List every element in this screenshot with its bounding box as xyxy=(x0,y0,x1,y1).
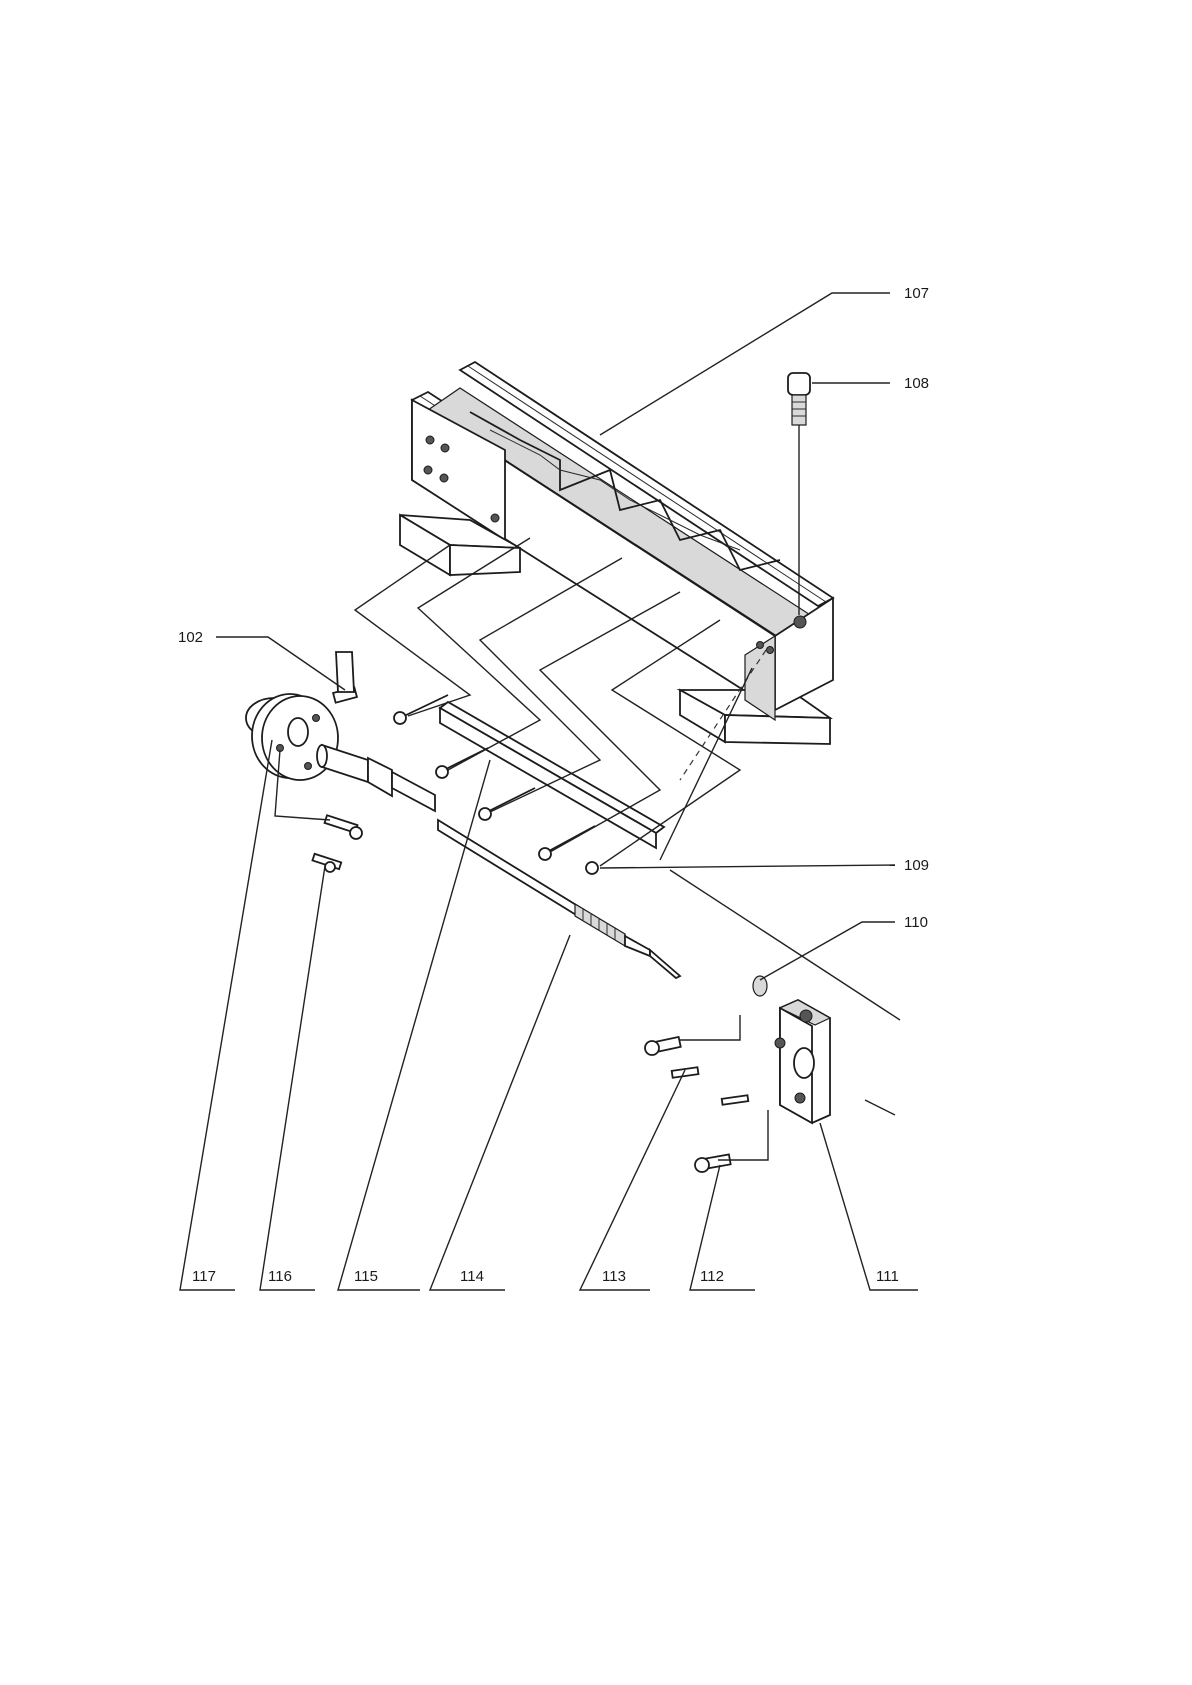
label-110: 110 xyxy=(904,914,928,931)
label-111: 111 xyxy=(876,1268,899,1285)
label-108: 108 xyxy=(904,375,929,392)
end-bracket xyxy=(775,1000,830,1123)
label-112: 112 xyxy=(700,1268,724,1285)
label-116: 116 xyxy=(268,1268,292,1285)
bracket-fasteners xyxy=(645,976,767,1172)
label-107: 107 xyxy=(904,285,929,302)
gib-strip-115 xyxy=(440,702,664,848)
label-102: 102 xyxy=(178,629,203,646)
lead-screw xyxy=(317,745,680,978)
label-109: 109 xyxy=(904,857,929,874)
callouts xyxy=(180,293,918,1290)
label-113: 113 xyxy=(602,1268,626,1285)
label-117: 117 xyxy=(192,1268,216,1285)
label-114: 114 xyxy=(460,1268,484,1285)
label-115: 115 xyxy=(354,1268,378,1285)
